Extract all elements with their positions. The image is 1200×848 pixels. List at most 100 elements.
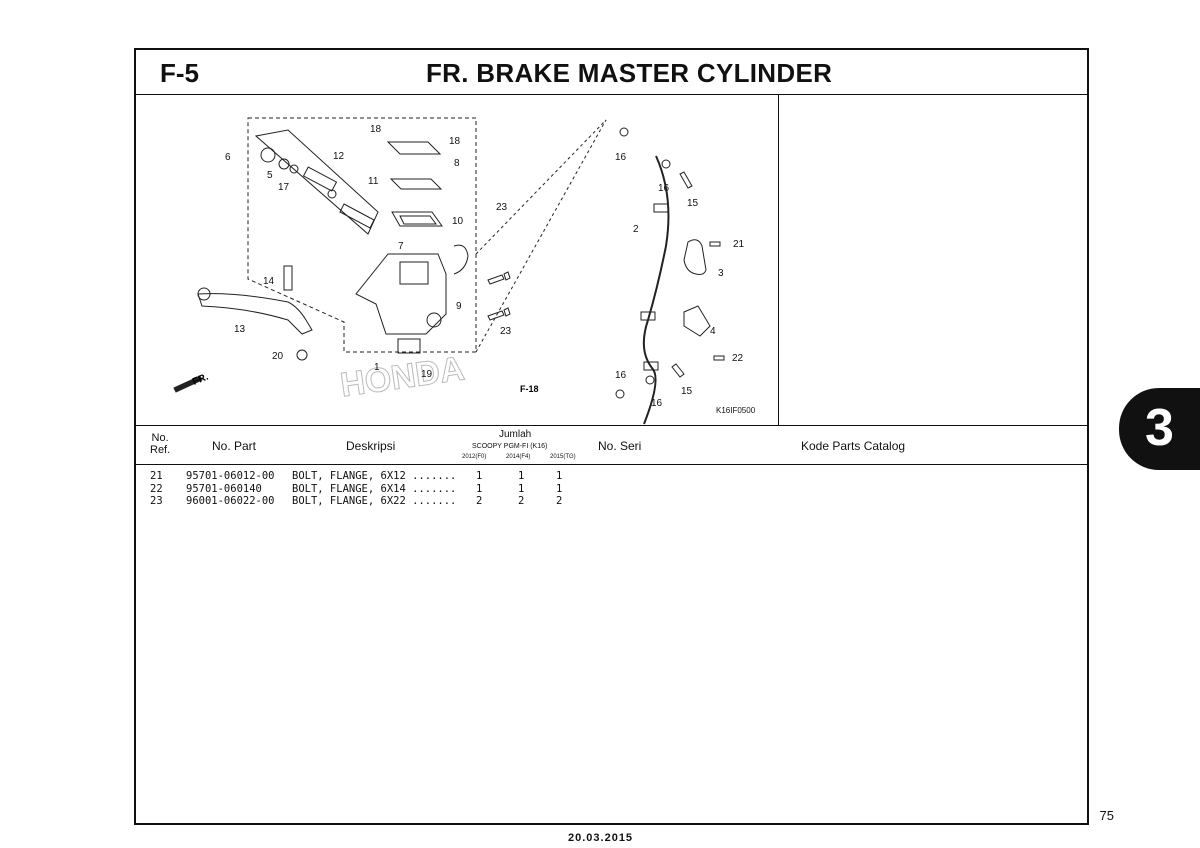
col-deskripsi: Deskripsi	[346, 439, 396, 453]
chapter-tab: 3	[1119, 388, 1200, 470]
row-part-no: 96001-06022-00	[186, 495, 275, 507]
callout-12: 12	[333, 151, 345, 162]
callout-16-b: 16	[658, 183, 670, 194]
callout-18-left: 18	[370, 124, 382, 135]
callout-18-right: 18	[449, 136, 461, 147]
col-no-ref: No. Ref.	[150, 432, 171, 456]
callout-9: 9	[456, 301, 462, 312]
col-model: SCOOPY PGM-FI (K16)	[472, 443, 548, 450]
assembly-outline-dashed	[247, 117, 477, 353]
callout-4: 4	[710, 326, 716, 337]
pivot-bolt	[283, 265, 293, 291]
row-qty-1: 2	[476, 495, 483, 507]
parts-table-rows: 21 95701-06012-00 BOLT, FLANGE, 6X12 ...…	[146, 470, 562, 508]
print-date: 20.03.2015	[568, 832, 634, 844]
direction-label: FR.	[191, 371, 210, 387]
row-ref: 23	[150, 495, 163, 507]
callout-10: 10	[452, 216, 464, 227]
row-part-no: 95701-060140	[186, 482, 262, 495]
page-frame: F-5 FR. BRAKE MASTER CYLINDER	[134, 48, 1089, 825]
row-qty-1: 1	[476, 482, 483, 495]
row-desc: BOLT, FLANGE, 6X12 .......	[292, 470, 457, 482]
row-ref: 21	[150, 470, 163, 482]
row-qty-3: 1	[556, 470, 563, 482]
table-header: No. Ref. No. Part Deskripsi Jumlah SCOOP…	[136, 425, 1087, 465]
oil-bolt-upper	[679, 171, 693, 189]
col-year-1: 2012(F0)	[462, 454, 487, 460]
callout-16-a: 16	[615, 152, 627, 163]
reference-label: F-18	[520, 384, 539, 394]
row-desc: BOLT, FLANGE, 6X22 .......	[292, 495, 457, 507]
row-qty-1: 1	[476, 470, 483, 482]
callout-13: 13	[234, 324, 246, 335]
exploded-view-drawing: HONDA FR. F-18 1 2 3 4 5 6 7 8 9 10 11 1…	[173, 117, 745, 425]
bolt-23-a	[487, 271, 511, 285]
empty-right-panel	[779, 94, 1087, 425]
col-year-2: 2014(F4)	[506, 454, 531, 460]
row-qty-3: 2	[556, 495, 563, 507]
bolt-21	[709, 241, 721, 247]
callout-17: 17	[278, 182, 290, 193]
callout-16-d: 16	[651, 398, 663, 409]
callout-5: 5	[267, 170, 273, 181]
hose-clamp-3	[683, 239, 707, 275]
section-code: F-5	[160, 58, 199, 88]
callout-7: 7	[398, 241, 404, 252]
callout-21: 21	[733, 239, 745, 250]
hose-guide-4	[683, 305, 711, 337]
col-no-part: No. Part	[212, 439, 257, 453]
diagram-code: K16IF0500	[716, 406, 756, 415]
table-row: 22 95701-060140 BOLT, FLANGE, 6X14 .....…	[146, 482, 562, 496]
master-cylinder-body	[355, 253, 447, 335]
stop-switch	[397, 338, 421, 354]
callout-8: 8	[454, 158, 460, 169]
col-year-3: 2015(TG)	[550, 454, 576, 460]
table-row: 21 95701-06012-00 BOLT, FLANGE, 6X12 ...…	[146, 470, 562, 483]
page-title: FR. BRAKE MASTER CYLINDER	[426, 58, 833, 88]
fr-arrow	[173, 375, 203, 393]
chapter-number: 3	[1145, 399, 1174, 457]
row-desc: BOLT, FLANGE, 6X14 .......	[292, 482, 457, 495]
callout-20: 20	[272, 351, 284, 362]
holder-part	[453, 244, 469, 275]
reservoir-cap	[386, 141, 442, 155]
cap-plate	[389, 178, 443, 190]
boot-part	[260, 147, 276, 163]
callout-16-c: 16	[615, 370, 627, 381]
callout-numbers: 1 2 3 4 5 6 7 8 9 10 11 12 13 14 15 15 1…	[225, 124, 745, 409]
table-row: 23 96001-06022-00 BOLT, FLANGE, 6X22 ...…	[146, 495, 562, 508]
piston-part	[302, 166, 338, 192]
callout-23-upper: 23	[496, 202, 508, 213]
oil-bolt-lower	[671, 363, 685, 378]
header: F-5 FR. BRAKE MASTER CYLINDER	[136, 50, 1087, 95]
callout-23-lower: 23	[500, 326, 512, 337]
callout-19: 19	[421, 369, 433, 380]
col-kode: Kode Parts Catalog	[801, 439, 906, 453]
page-number: 75	[1099, 808, 1114, 823]
callout-1: 1	[374, 362, 380, 373]
watermark-logo: HONDA	[338, 350, 467, 405]
callout-14: 14	[263, 276, 275, 287]
bolt-23-b	[487, 307, 511, 321]
brake-lever	[197, 293, 313, 335]
col-jumlah: Jumlah	[499, 429, 532, 440]
diaphragm	[391, 211, 443, 227]
callout-2: 2	[633, 224, 639, 235]
col-no-seri: No. Seri	[598, 439, 642, 453]
callout-11: 11	[368, 176, 379, 187]
parts-diagram: HONDA FR. F-18 1 2 3 4 5 6 7 8 9 10 11 1…	[136, 94, 779, 425]
callout-3: 3	[718, 268, 724, 279]
callout-6: 6	[225, 152, 231, 163]
callout-15-upper: 15	[687, 198, 699, 209]
piston-kit-outline	[254, 129, 379, 235]
row-qty-2: 2	[518, 495, 525, 507]
row-qty-2: 1	[518, 482, 525, 495]
bolt-22	[713, 355, 725, 361]
row-qty-3: 1	[556, 482, 563, 495]
spring-part	[339, 203, 375, 229]
callout-15-lower: 15	[681, 386, 693, 397]
brake-hose	[642, 155, 670, 425]
row-part-no: 95701-06012-00	[186, 470, 275, 482]
callout-22: 22	[732, 353, 744, 364]
row-ref: 22	[150, 482, 163, 495]
